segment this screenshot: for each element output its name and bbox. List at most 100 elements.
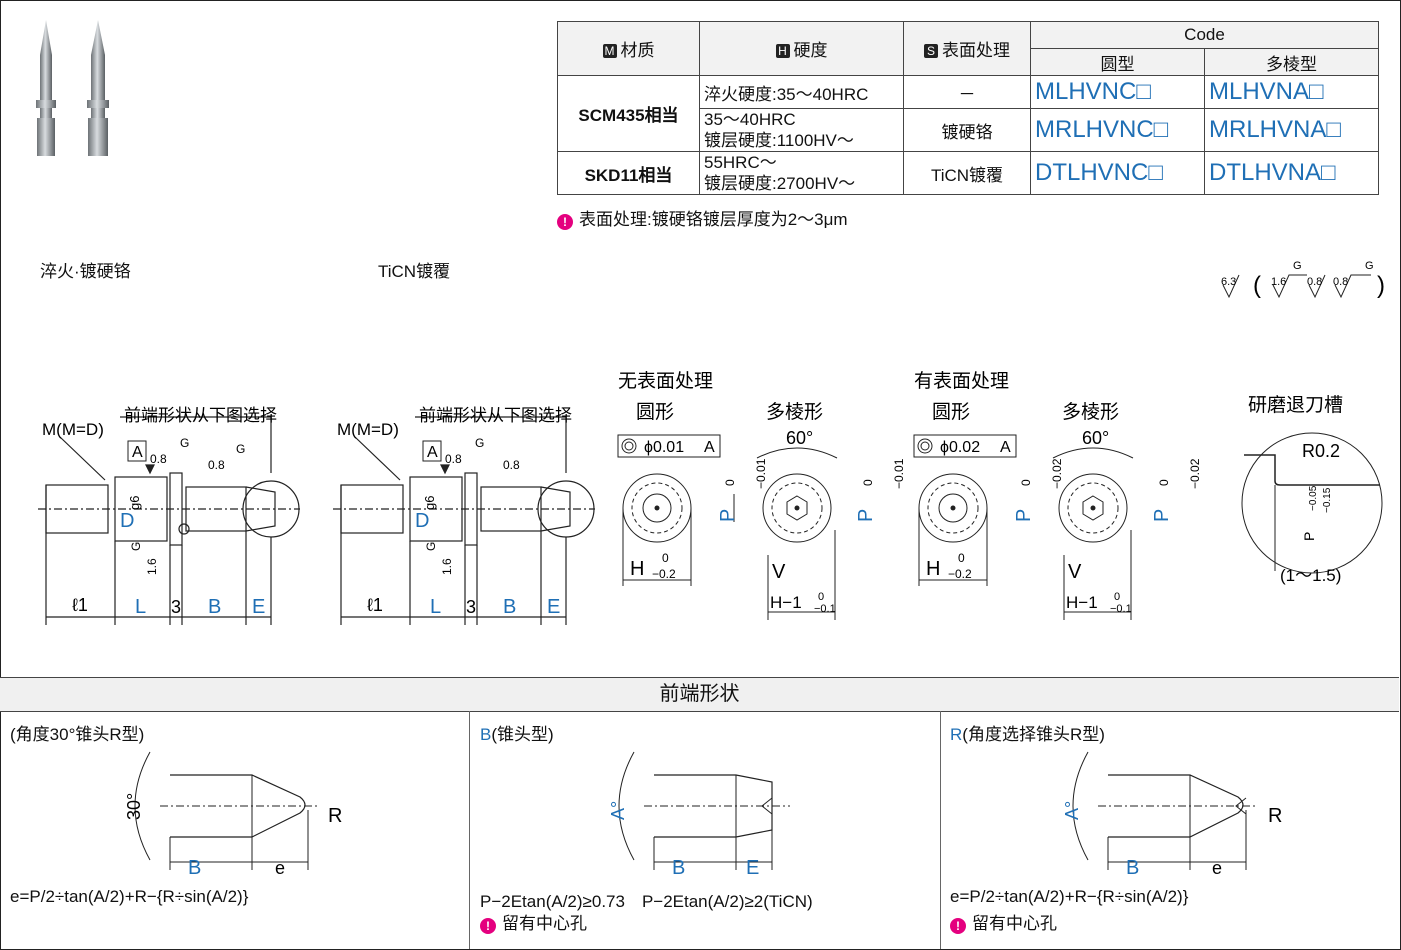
- svg-text:A: A: [1000, 439, 1011, 456]
- svg-text:G: G: [129, 542, 143, 551]
- svg-text:0: 0: [861, 479, 875, 486]
- tip-r-drawing: A° B e R: [1062, 751, 1282, 879]
- svg-text:无表面处理: 无表面处理: [618, 370, 713, 392]
- svg-text:B: B: [1126, 857, 1139, 879]
- svg-text:B: B: [208, 596, 221, 618]
- svg-text:P: P: [1301, 532, 1317, 541]
- svg-text:L: L: [430, 596, 441, 618]
- svg-text:−0.02: −0.02: [1050, 458, 1064, 489]
- svg-text:B: B: [503, 596, 516, 618]
- svg-text:): ): [1377, 272, 1385, 299]
- svg-text:G: G: [1293, 260, 1302, 272]
- svg-text:0.8: 0.8: [445, 452, 462, 466]
- svg-text:60°: 60°: [786, 428, 813, 448]
- svg-text:A°: A°: [608, 801, 628, 820]
- tip-b-note: !留有中心孔: [480, 909, 587, 934]
- svg-text:有表面处理: 有表面处理: [914, 370, 1009, 392]
- svg-text:E: E: [252, 596, 265, 618]
- pin-drawings: M(M=D) 前端形状从下图选择 A 0.8 G 0.8 G D g6 1.6 …: [38, 406, 595, 625]
- table-note: !表面处理:镀硬铬镀层厚度为2～3μm: [557, 205, 848, 230]
- svg-text:多棱形: 多棱形: [766, 401, 823, 423]
- svg-text:−0.05: −0.05: [1308, 485, 1319, 511]
- svg-text:0: 0: [723, 479, 737, 486]
- svg-text:−0.01: −0.01: [754, 458, 768, 489]
- svg-text:0.8: 0.8: [1333, 276, 1348, 288]
- svg-text:V: V: [772, 561, 786, 583]
- svg-text:E: E: [746, 857, 759, 879]
- tip-b-title: B(锥头型): [480, 725, 554, 744]
- svg-text:H−1: H−1: [1066, 593, 1098, 612]
- svg-text:0: 0: [958, 551, 965, 565]
- svg-text:G: G: [475, 436, 484, 450]
- svg-text:60°: 60°: [1082, 428, 1109, 448]
- groove-detail: 研磨退刀槽 R0.2 P −0.05 −0.15 (1～1.5): [1241, 394, 1383, 585]
- svg-text:多棱形: 多棱形: [1062, 401, 1119, 423]
- svg-text:ϕ0.02: ϕ0.02: [940, 439, 980, 456]
- svg-text:R: R: [328, 805, 342, 827]
- tip-r-title: R(角度选择锥头R型): [950, 725, 1105, 744]
- svg-text:6.3: 6.3: [1221, 276, 1236, 288]
- svg-text:0.8: 0.8: [1307, 276, 1322, 288]
- svg-text:0: 0: [1114, 591, 1120, 603]
- svg-text:研磨退刀槽: 研磨退刀槽: [1248, 394, 1343, 416]
- svg-text:0.8: 0.8: [503, 458, 520, 472]
- svg-text:3: 3: [466, 597, 476, 617]
- svg-text:0: 0: [1019, 479, 1033, 486]
- svg-text:A: A: [427, 444, 438, 461]
- svg-text:B: B: [672, 857, 685, 879]
- section-set-2: 圆形 多棱形 ϕ0.02 A H 0 −0.2 P 0 −0.02 60° H−…: [913, 401, 1200, 620]
- svg-text:−0.02: −0.02: [1188, 458, 1200, 489]
- svg-text:P: P: [717, 509, 739, 522]
- svg-text:e: e: [275, 858, 285, 878]
- tip-a-formula: e=P/2÷tan(A/2)+R−{R÷sin(A/2)}: [10, 887, 249, 906]
- svg-text:G: G: [424, 542, 438, 551]
- roughness-symbols: 6.3 ( 1.6 G 0.8 0.8 G ): [1221, 260, 1385, 299]
- svg-text:1.6: 1.6: [1271, 276, 1286, 288]
- tip-r-formula: e=P/2÷tan(A/2)+R−{R÷sin(A/2)}: [950, 887, 1189, 906]
- tip-a-title: (角度30°锥头R型): [10, 725, 145, 744]
- svg-text:G: G: [180, 436, 189, 450]
- svg-text:−0.2: −0.2: [652, 567, 676, 581]
- svg-text:ℓ1: ℓ1: [72, 595, 88, 615]
- svg-text:B: B: [188, 857, 201, 879]
- svg-text:g6: g6: [422, 496, 437, 510]
- tip-b-formula: P−2Etan(A/2)≥0.73 P−2Etan(A/2)≥2(TiCN): [480, 892, 813, 911]
- svg-text:M(M=D): M(M=D): [42, 420, 104, 439]
- svg-text:ℓ1: ℓ1: [367, 595, 383, 615]
- svg-text:前端形状从下图选择: 前端形状从下图选择: [419, 406, 572, 425]
- tip-a-drawing: 30° B e R: [124, 751, 342, 879]
- svg-text:30°: 30°: [124, 793, 144, 820]
- svg-text:圆形: 圆形: [636, 401, 674, 423]
- svg-text:P: P: [1013, 509, 1035, 522]
- svg-text:(1～1.5): (1～1.5): [1280, 566, 1341, 585]
- section-set-1: 圆形 多棱形 ϕ0.01 A H 0 −0.2 P 0 −0.01 60° H−…: [617, 401, 906, 620]
- photo-label-left: 淬火·镀硬铬: [40, 262, 131, 281]
- svg-text:前端形状从下图选择: 前端形状从下图选择: [124, 406, 277, 425]
- tip-drawings: 30° B e R A° B E A° B e R: [124, 751, 1282, 879]
- svg-text:R: R: [1268, 805, 1282, 827]
- svg-text:M(M=D): M(M=D): [337, 420, 399, 439]
- pin-round-photo: [36, 20, 56, 156]
- svg-text:0: 0: [662, 551, 669, 565]
- svg-text:(: (: [1253, 272, 1261, 299]
- svg-text:0: 0: [818, 591, 824, 603]
- svg-text:A: A: [132, 444, 143, 461]
- svg-text:−0.2: −0.2: [948, 567, 972, 581]
- pin-poly-photo: [87, 20, 109, 156]
- svg-text:P: P: [855, 509, 877, 522]
- tip-r-note: !留有中心孔: [950, 909, 1057, 934]
- svg-text:ϕ0.01: ϕ0.01: [644, 439, 684, 456]
- product-photo: [36, 20, 109, 156]
- svg-text:0: 0: [1157, 479, 1171, 486]
- svg-text:R0.2: R0.2: [1302, 441, 1340, 461]
- divider-2: [940, 711, 941, 949]
- svg-text:圆形: 圆形: [932, 401, 970, 423]
- svg-text:G: G: [1365, 260, 1374, 272]
- pin-drawing-2: M(M=D) 前端形状从下图选择 A 0.8 G 0.8 D g6 1.6 G …: [333, 406, 595, 625]
- svg-text:1.6: 1.6: [145, 558, 159, 575]
- svg-text:P: P: [1151, 509, 1173, 522]
- svg-text:−0.01: −0.01: [892, 458, 906, 489]
- svg-text:0.8: 0.8: [150, 452, 167, 466]
- svg-text:H−1: H−1: [770, 593, 802, 612]
